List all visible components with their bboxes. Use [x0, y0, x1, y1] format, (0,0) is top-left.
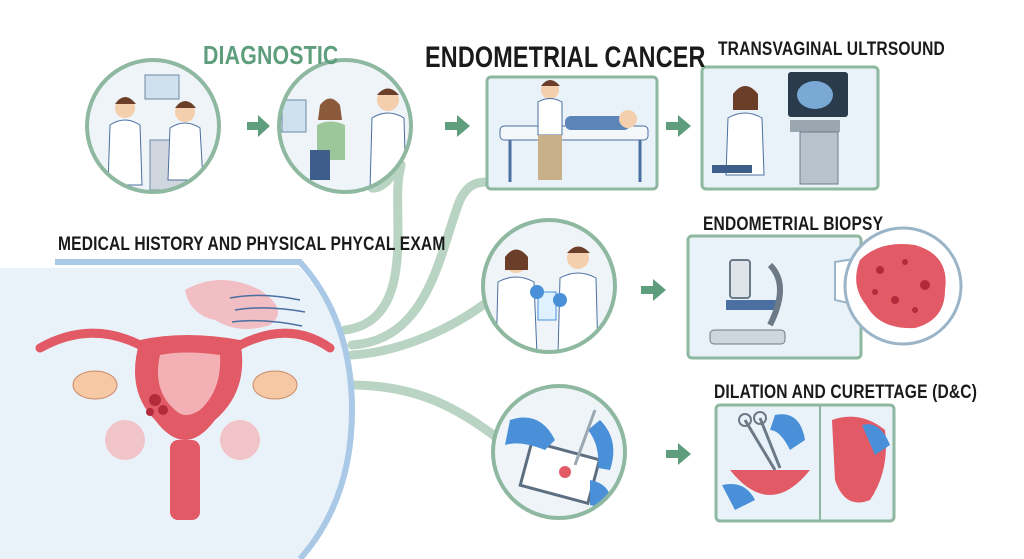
arrow-right-icon — [445, 115, 470, 137]
page-title: ENDOMETRIAL CANCER — [425, 41, 706, 74]
ultrasound-panel — [700, 65, 880, 191]
lab-circle — [481, 218, 617, 354]
dc-panel — [714, 403, 896, 523]
forceps-icon — [738, 411, 782, 471]
connector-lines — [340, 159, 505, 445]
arrow-right-icon — [666, 115, 691, 137]
arrow-right-icon — [641, 279, 666, 301]
consultation-circle — [85, 58, 221, 194]
arrows — [247, 115, 691, 465]
doctor-icon — [167, 101, 204, 181]
tissue-sample-icon — [856, 244, 946, 329]
biopsy-label: ENDOMETRIAL BIOPSY — [703, 214, 884, 235]
ultrasound-machine-icon — [788, 72, 848, 185]
procedure-circle — [491, 384, 627, 520]
tissue-circle — [843, 226, 963, 346]
doctor-icon — [107, 97, 143, 186]
microscope-icon — [709, 259, 786, 345]
doctor-icon — [537, 80, 563, 180]
patient-icon — [310, 98, 345, 180]
diagnostic-heading: DIAGNOSTIC — [203, 40, 339, 70]
arrow-right-icon — [666, 443, 691, 465]
patient-icon — [565, 110, 637, 130]
exam-table-panel — [485, 75, 659, 191]
ultrasound-label: TRANSVAGINAL ULTRSOUND — [718, 39, 945, 60]
dc-label: DILATION AND CURETTAGE (D&C) — [714, 382, 978, 403]
doctor-icon — [557, 246, 599, 352]
doctor-icon — [712, 86, 765, 176]
history-exam-label: MEDICAL HISTORY AND PHYSICAL PHYCAL EXAM — [58, 234, 446, 255]
arrow-right-icon — [247, 115, 270, 137]
uterus-icon — [35, 280, 335, 520]
uterus-panel — [0, 259, 356, 559]
